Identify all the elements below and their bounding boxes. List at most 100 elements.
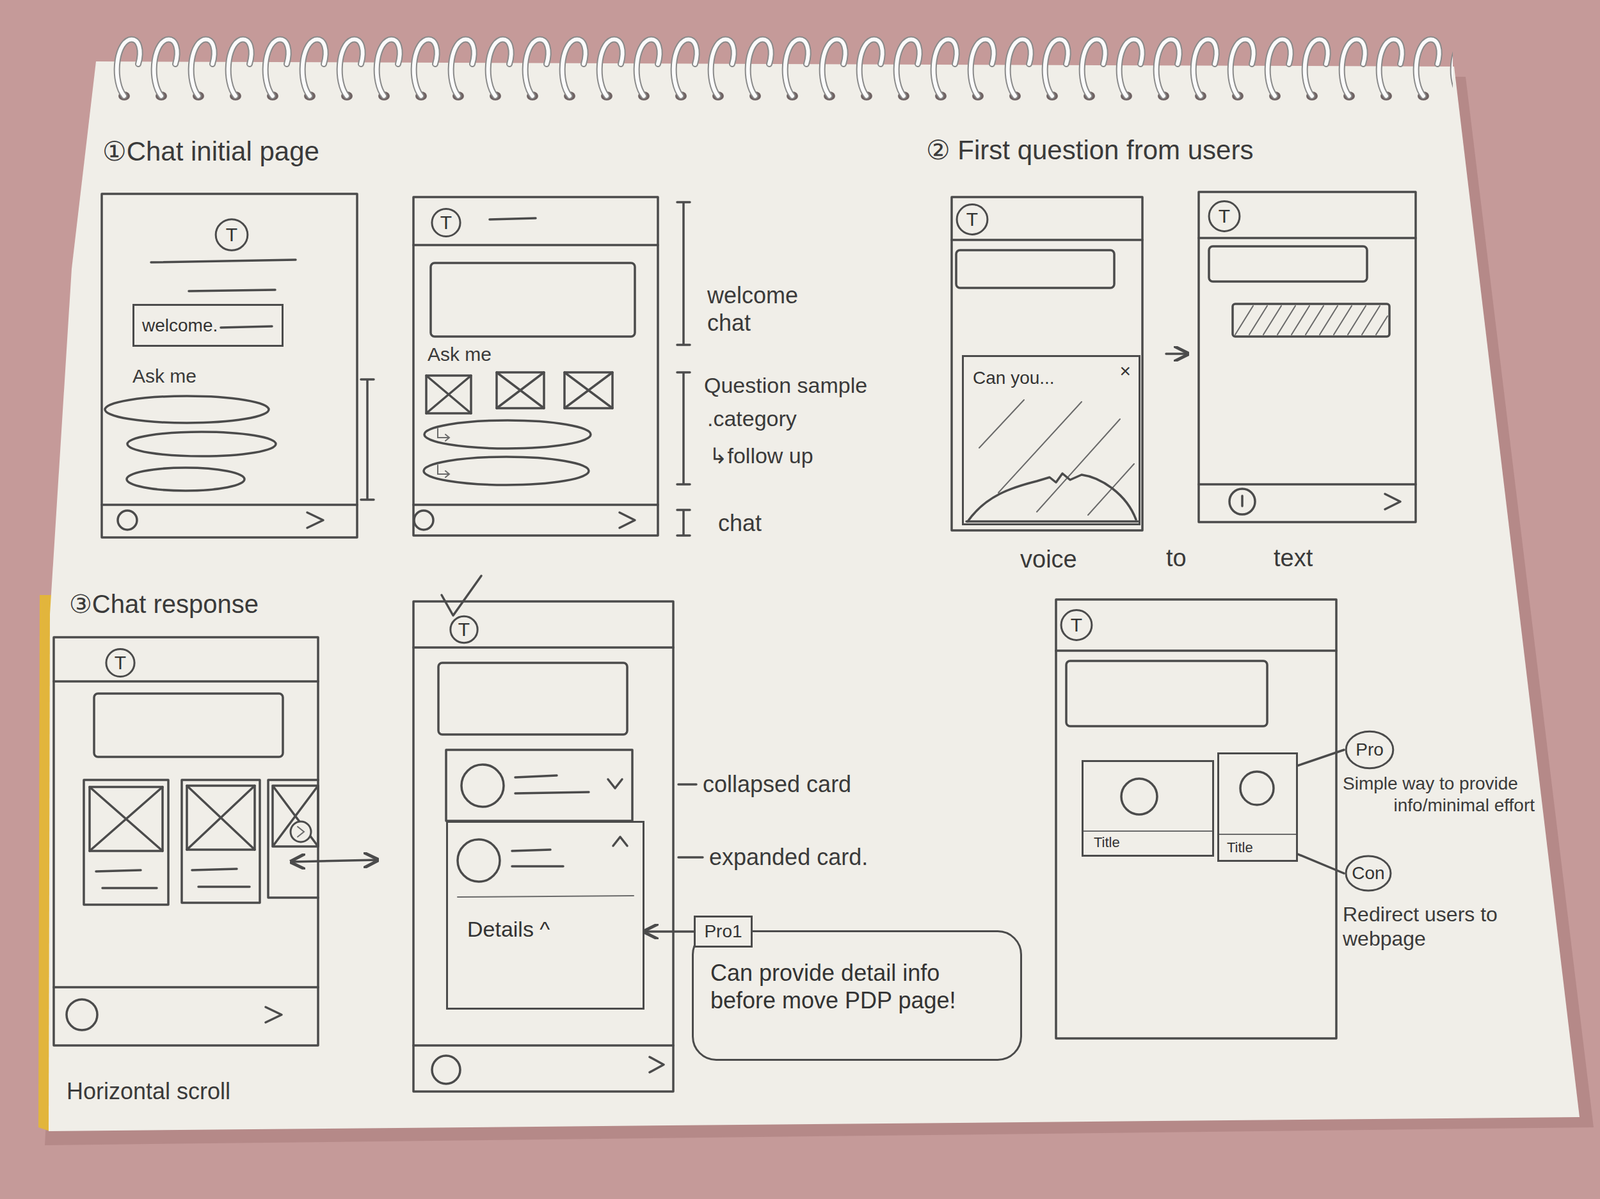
phone-wireframe	[413, 601, 674, 1092]
annotation: Question sample	[704, 372, 868, 399]
phone-wireframe	[1208, 246, 1368, 282]
paper	[48, 61, 1580, 1132]
phone-wireframe	[461, 764, 504, 808]
phone-wireframe	[307, 512, 324, 528]
leader-line	[678, 856, 703, 859]
phone-wireframe	[457, 839, 500, 882]
phone-wireframe	[1198, 236, 1416, 240]
phone-wireframe	[496, 372, 544, 409]
phone-wireframe	[1082, 830, 1213, 832]
phone-wireframe	[564, 372, 613, 409]
phone-wireframe	[1240, 496, 1244, 507]
phone-wireframe	[83, 780, 169, 905]
phone-wireframe	[101, 193, 358, 538]
node-text: welcome.	[142, 314, 218, 337]
phone-wireframe	[1198, 483, 1416, 486]
voice-input-popup: Can you...×	[961, 355, 1141, 526]
prompt-label: Ask me	[132, 364, 197, 388]
phone-wireframe	[186, 785, 255, 850]
phone-wireframe	[53, 986, 319, 989]
node-text: T	[114, 651, 127, 675]
bracket	[360, 379, 374, 500]
spiral-binding	[108, 25, 1453, 116]
phone-wireframe	[53, 637, 319, 1046]
phone-wireframe	[966, 520, 1138, 523]
phone-wireframe	[89, 787, 163, 852]
leader-line	[678, 783, 697, 786]
leader-line	[678, 784, 703, 858]
bracket	[360, 379, 374, 500]
phone-wireframe	[951, 197, 1143, 531]
circle-outline	[450, 616, 478, 643]
phone-wireframe	[1056, 599, 1337, 1039]
phone-wireframe	[967, 473, 1136, 522]
avatar-circle: T	[104, 647, 136, 679]
bracket	[677, 202, 690, 536]
phone-wireframe	[430, 263, 635, 337]
phone-wireframe	[515, 775, 589, 794]
con-tag: Con	[1344, 854, 1393, 893]
check-mark	[441, 576, 482, 616]
phone-wireframe	[613, 837, 628, 847]
avatar-circle: T	[449, 615, 479, 645]
avatar-circle: T	[214, 217, 249, 253]
avatar-circle: T	[955, 202, 989, 237]
phone-wireframe	[1229, 488, 1256, 515]
phone-wireframe	[272, 785, 319, 847]
phone-wireframe	[413, 197, 658, 536]
phone-wireframe	[1235, 305, 1388, 335]
phone-wireframe	[951, 197, 1143, 531]
node-text: T	[440, 211, 452, 235]
phone-wireframe	[512, 849, 564, 867]
phone-wireframe	[1384, 494, 1401, 510]
phone-wireframe	[104, 396, 269, 424]
phone-wireframe	[89, 787, 163, 852]
prompt-label: Ask me	[427, 343, 492, 367]
phone-wireframe	[181, 780, 260, 904]
phone-wireframe	[290, 821, 312, 843]
phone-wireframe	[66, 999, 98, 1031]
phone-wireframe	[432, 1056, 461, 1085]
note-box: Can provide detail info before move PDP …	[691, 930, 1023, 1062]
phone-wireframe	[1218, 833, 1297, 836]
avatar-circle: T	[430, 207, 462, 239]
phone-wireframe	[127, 432, 276, 457]
pro-note: Simple way to provide info/minimal effor…	[1342, 773, 1535, 816]
caption-word: to	[1166, 544, 1187, 574]
node-text: T	[225, 223, 238, 247]
phone-wireframe	[53, 680, 319, 683]
phone-wireframe	[426, 375, 472, 414]
phone-wireframe	[413, 503, 658, 507]
phone-wireframe	[564, 372, 613, 409]
spiral-binding	[108, 25, 1453, 116]
circle-outline	[1061, 610, 1092, 641]
phone-wireframe	[268, 780, 319, 898]
annotation: welcome chat	[707, 281, 810, 337]
bracket	[677, 510, 690, 536]
phone-wireframe	[413, 197, 658, 536]
phone-wireframe	[437, 465, 450, 478]
annotation: ↳follow up	[709, 442, 814, 470]
phone-wireframe	[1056, 649, 1337, 653]
avatar-circle: T	[1207, 199, 1241, 233]
phone-wireframe	[220, 326, 272, 328]
node-text: Pro1	[704, 920, 742, 943]
phone-wireframe	[413, 1044, 674, 1048]
phone-wireframe	[496, 372, 544, 409]
node-text: Details ^	[467, 916, 550, 943]
node-text: Pro	[1355, 739, 1384, 761]
phone-wireframe	[979, 400, 1135, 516]
pointer-arrow	[644, 930, 694, 934]
phone-wireframe	[53, 637, 319, 1046]
phone-wireframe	[1066, 661, 1268, 727]
node-text: T	[1218, 204, 1231, 228]
node-text: T	[1070, 613, 1083, 637]
phone-wireframe	[956, 250, 1115, 288]
phone-wireframe	[424, 420, 591, 449]
node-text: Can provide detail info before move PDP …	[710, 959, 1004, 1015]
phone-wireframe	[1121, 778, 1158, 815]
section-heading: ② First question from users	[926, 134, 1254, 167]
phone-wireframe	[423, 456, 589, 486]
phone-wireframe	[96, 870, 157, 889]
node-text: Con	[1351, 862, 1385, 885]
